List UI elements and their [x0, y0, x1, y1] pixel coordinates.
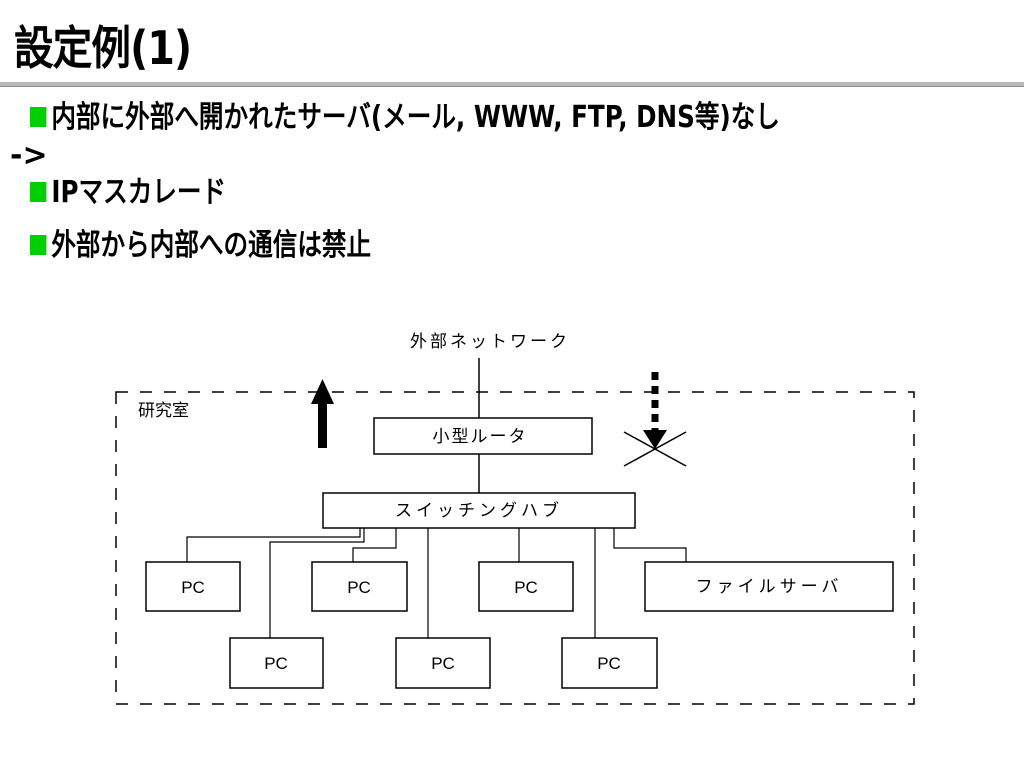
outbound-arrow-icon: [311, 379, 334, 448]
bullet-1: 内部に外部へ開かれたサーバ(メール, WWW, FTP, DNS等)なし: [30, 98, 780, 138]
pc-label: PC: [514, 578, 538, 597]
pc-label: PC: [431, 654, 455, 673]
pc-label: PC: [181, 578, 205, 597]
pc-box: [229, 637, 324, 689]
pc-box: [478, 561, 574, 612]
external-network-label: 外部ネットワーク: [410, 332, 570, 352]
pc-box: [311, 561, 408, 612]
pc-box: [561, 637, 658, 689]
block-cross-icon: [623, 431, 687, 467]
bullet-2: IPマスカレード: [30, 173, 226, 213]
file-server-label: ファイルサーバ: [696, 577, 843, 597]
lab-label: 研究室: [138, 401, 189, 421]
hub-cabling: [186, 528, 687, 638]
inbound-blocked-arrow-icon: [643, 372, 667, 449]
router-label: 小型ルータ: [433, 427, 528, 447]
bullet-2-text: IPマスカレード: [51, 175, 227, 210]
bullet-1-text: 内部に外部へ開かれたサーバ(メール, WWW, FTP, DNS等)なし: [51, 100, 780, 135]
file-server-box: [644, 561, 894, 612]
pc-box: [145, 561, 241, 612]
router-box: [373, 417, 593, 455]
pc-label: PC: [347, 578, 371, 597]
switch-label: スイッチングハブ: [395, 500, 563, 521]
pc-label: PC: [597, 654, 621, 673]
bullet-square-icon: [30, 234, 47, 255]
pc-box: [395, 637, 491, 689]
switch-box: [322, 492, 636, 529]
title-rule: [0, 82, 1024, 87]
bullet-3-text: 外部から内部への通信は禁止: [51, 228, 372, 263]
slide-title: 設定例(1): [14, 21, 192, 75]
bullet-square-icon: [30, 106, 47, 127]
pc-label: PC: [264, 654, 288, 673]
lab-boundary: [115, 391, 915, 705]
bullet-square-icon: [30, 181, 47, 202]
bullet-1-continuation: ->: [10, 138, 48, 173]
bullet-3: 外部から内部への通信は禁止: [30, 226, 371, 266]
